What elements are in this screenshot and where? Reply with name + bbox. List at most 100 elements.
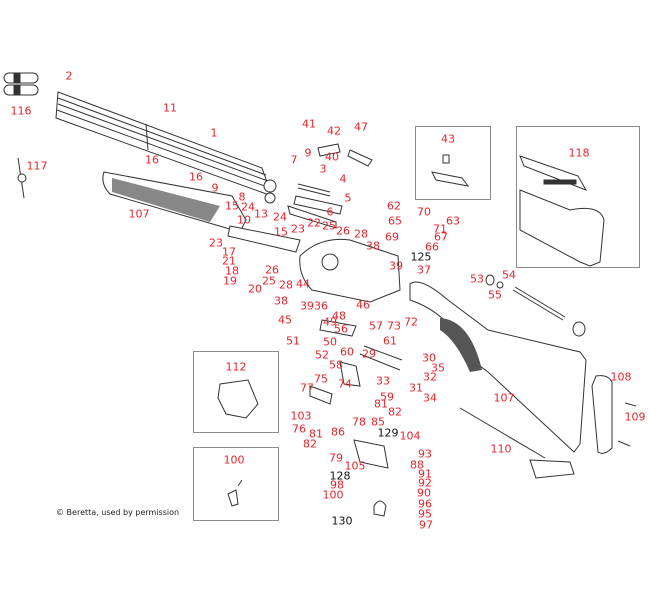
part-label[interactable]: 96 xyxy=(418,497,432,511)
part-label[interactable]: 91 xyxy=(418,467,432,481)
part-label[interactable]: 24 xyxy=(273,210,287,224)
part-label[interactable]: 107 xyxy=(128,207,150,221)
part-label[interactable]: 47 xyxy=(354,120,368,134)
part-label[interactable]: 85 xyxy=(371,415,385,429)
part-label[interactable]: 26 xyxy=(336,224,350,238)
part-label[interactable]: 38 xyxy=(366,239,380,253)
part-label[interactable]: 92 xyxy=(418,476,432,490)
part-label[interactable]: 18 xyxy=(225,264,239,278)
part-label[interactable]: 77 xyxy=(300,381,314,395)
part-label[interactable]: 72 xyxy=(404,315,418,329)
part-label[interactable]: 19 xyxy=(223,274,237,288)
part-label[interactable]: 73 xyxy=(387,319,401,333)
part-label[interactable]: 25 xyxy=(322,219,336,233)
part-label[interactable]: 128 xyxy=(329,469,351,483)
part-label[interactable]: 51 xyxy=(286,334,300,348)
part-label[interactable]: 11 xyxy=(163,101,177,115)
part-label[interactable]: 130 xyxy=(331,514,353,528)
part-label[interactable]: 4 xyxy=(339,172,347,186)
part-label[interactable]: 30 xyxy=(422,351,436,365)
part-label[interactable]: 28 xyxy=(354,227,368,241)
part-label[interactable]: 26 xyxy=(265,263,279,277)
part-label[interactable]: 20 xyxy=(248,282,262,296)
part-label[interactable]: 5 xyxy=(344,191,352,205)
part-label[interactable]: 88 xyxy=(410,458,424,472)
part-label[interactable]: 59 xyxy=(380,390,394,404)
part-label[interactable]: 82 xyxy=(303,437,317,451)
part-label[interactable]: 17 xyxy=(222,245,236,259)
part-label[interactable]: 60 xyxy=(340,345,354,359)
part-label[interactable]: 109 xyxy=(624,410,646,424)
part-label[interactable]: 41 xyxy=(302,117,316,131)
part-label[interactable]: 104 xyxy=(399,429,421,443)
part-label[interactable]: 58 xyxy=(329,358,343,372)
part-label[interactable]: 48 xyxy=(332,309,346,323)
part-label[interactable]: 57 xyxy=(369,319,383,333)
part-label[interactable]: 3 xyxy=(319,162,327,176)
part-label[interactable]: 70 xyxy=(417,205,431,219)
part-label[interactable]: 7 xyxy=(290,153,298,167)
part-label[interactable]: 67 xyxy=(434,230,448,244)
part-label[interactable]: 55 xyxy=(488,288,502,302)
part-label[interactable]: 100 xyxy=(322,488,344,502)
part-label[interactable]: 29 xyxy=(362,347,376,361)
part-label[interactable]: 45 xyxy=(278,313,292,327)
part-label[interactable]: 103 xyxy=(290,409,312,423)
part-label[interactable]: 21 xyxy=(222,254,236,268)
part-label[interactable]: 34 xyxy=(423,391,437,405)
part-label[interactable]: 28 xyxy=(279,278,293,292)
part-label[interactable]: 2 xyxy=(65,69,73,83)
part-label[interactable]: 105 xyxy=(344,459,366,473)
part-label[interactable]: 40 xyxy=(325,150,339,164)
part-label[interactable]: 13 xyxy=(254,207,268,221)
part-label[interactable]: 78 xyxy=(352,415,366,429)
part-label[interactable]: 66 xyxy=(425,240,439,254)
part-label[interactable]: 37 xyxy=(417,263,431,277)
part-label[interactable]: 90 xyxy=(417,486,431,500)
part-label[interactable]: 110 xyxy=(490,442,512,456)
part-label[interactable]: 36 xyxy=(314,299,328,313)
part-label[interactable]: 23 xyxy=(291,222,305,236)
part-label[interactable]: 125 xyxy=(410,250,432,264)
part-label[interactable]: 107 xyxy=(493,391,515,405)
part-label[interactable]: 9 xyxy=(211,181,219,195)
part-label[interactable]: 95 xyxy=(418,507,432,521)
part-label[interactable]: 38 xyxy=(274,294,288,308)
part-label[interactable]: 63 xyxy=(446,214,460,228)
part-label[interactable]: 1 xyxy=(210,126,218,140)
part-label[interactable]: 81 xyxy=(374,397,388,411)
part-label[interactable]: 82 xyxy=(388,405,402,419)
part-label[interactable]: 81 xyxy=(309,427,323,441)
part-label[interactable]: 62 xyxy=(387,199,401,213)
part-label[interactable]: 108 xyxy=(610,370,632,384)
part-label[interactable]: 116 xyxy=(10,104,32,118)
part-label[interactable]: 97 xyxy=(419,518,433,532)
part-label[interactable]: 76 xyxy=(292,422,306,436)
part-label[interactable]: 39 xyxy=(300,299,314,313)
part-label[interactable]: 56 xyxy=(334,322,348,336)
part-label[interactable]: 39 xyxy=(389,259,403,273)
part-label[interactable]: 25 xyxy=(262,274,276,288)
part-label[interactable]: 15 xyxy=(225,199,239,213)
part-label[interactable]: 69 xyxy=(385,230,399,244)
part-label[interactable]: 86 xyxy=(331,425,345,439)
part-label[interactable]: 129 xyxy=(377,426,399,440)
part-label[interactable]: 31 xyxy=(409,381,423,395)
part-label[interactable]: 65 xyxy=(388,214,402,228)
part-label[interactable]: 10 xyxy=(237,213,251,227)
part-label[interactable]: 98 xyxy=(330,478,344,492)
part-label[interactable]: 44 xyxy=(296,277,310,291)
part-label[interactable]: 33 xyxy=(376,374,390,388)
part-label[interactable]: 24 xyxy=(241,200,255,214)
part-label[interactable]: 16 xyxy=(145,153,159,167)
part-label[interactable]: 61 xyxy=(383,334,397,348)
part-label[interactable]: 93 xyxy=(418,447,432,461)
part-label[interactable]: 32 xyxy=(423,370,437,384)
part-label[interactable]: 50 xyxy=(323,335,337,349)
part-label[interactable]: 16 xyxy=(189,170,203,184)
part-label[interactable]: 53 xyxy=(470,272,484,286)
part-label[interactable]: 79 xyxy=(329,451,343,465)
part-label[interactable]: 9 xyxy=(304,146,312,160)
part-label[interactable]: 52 xyxy=(315,348,329,362)
part-label[interactable]: 8 xyxy=(238,190,246,204)
